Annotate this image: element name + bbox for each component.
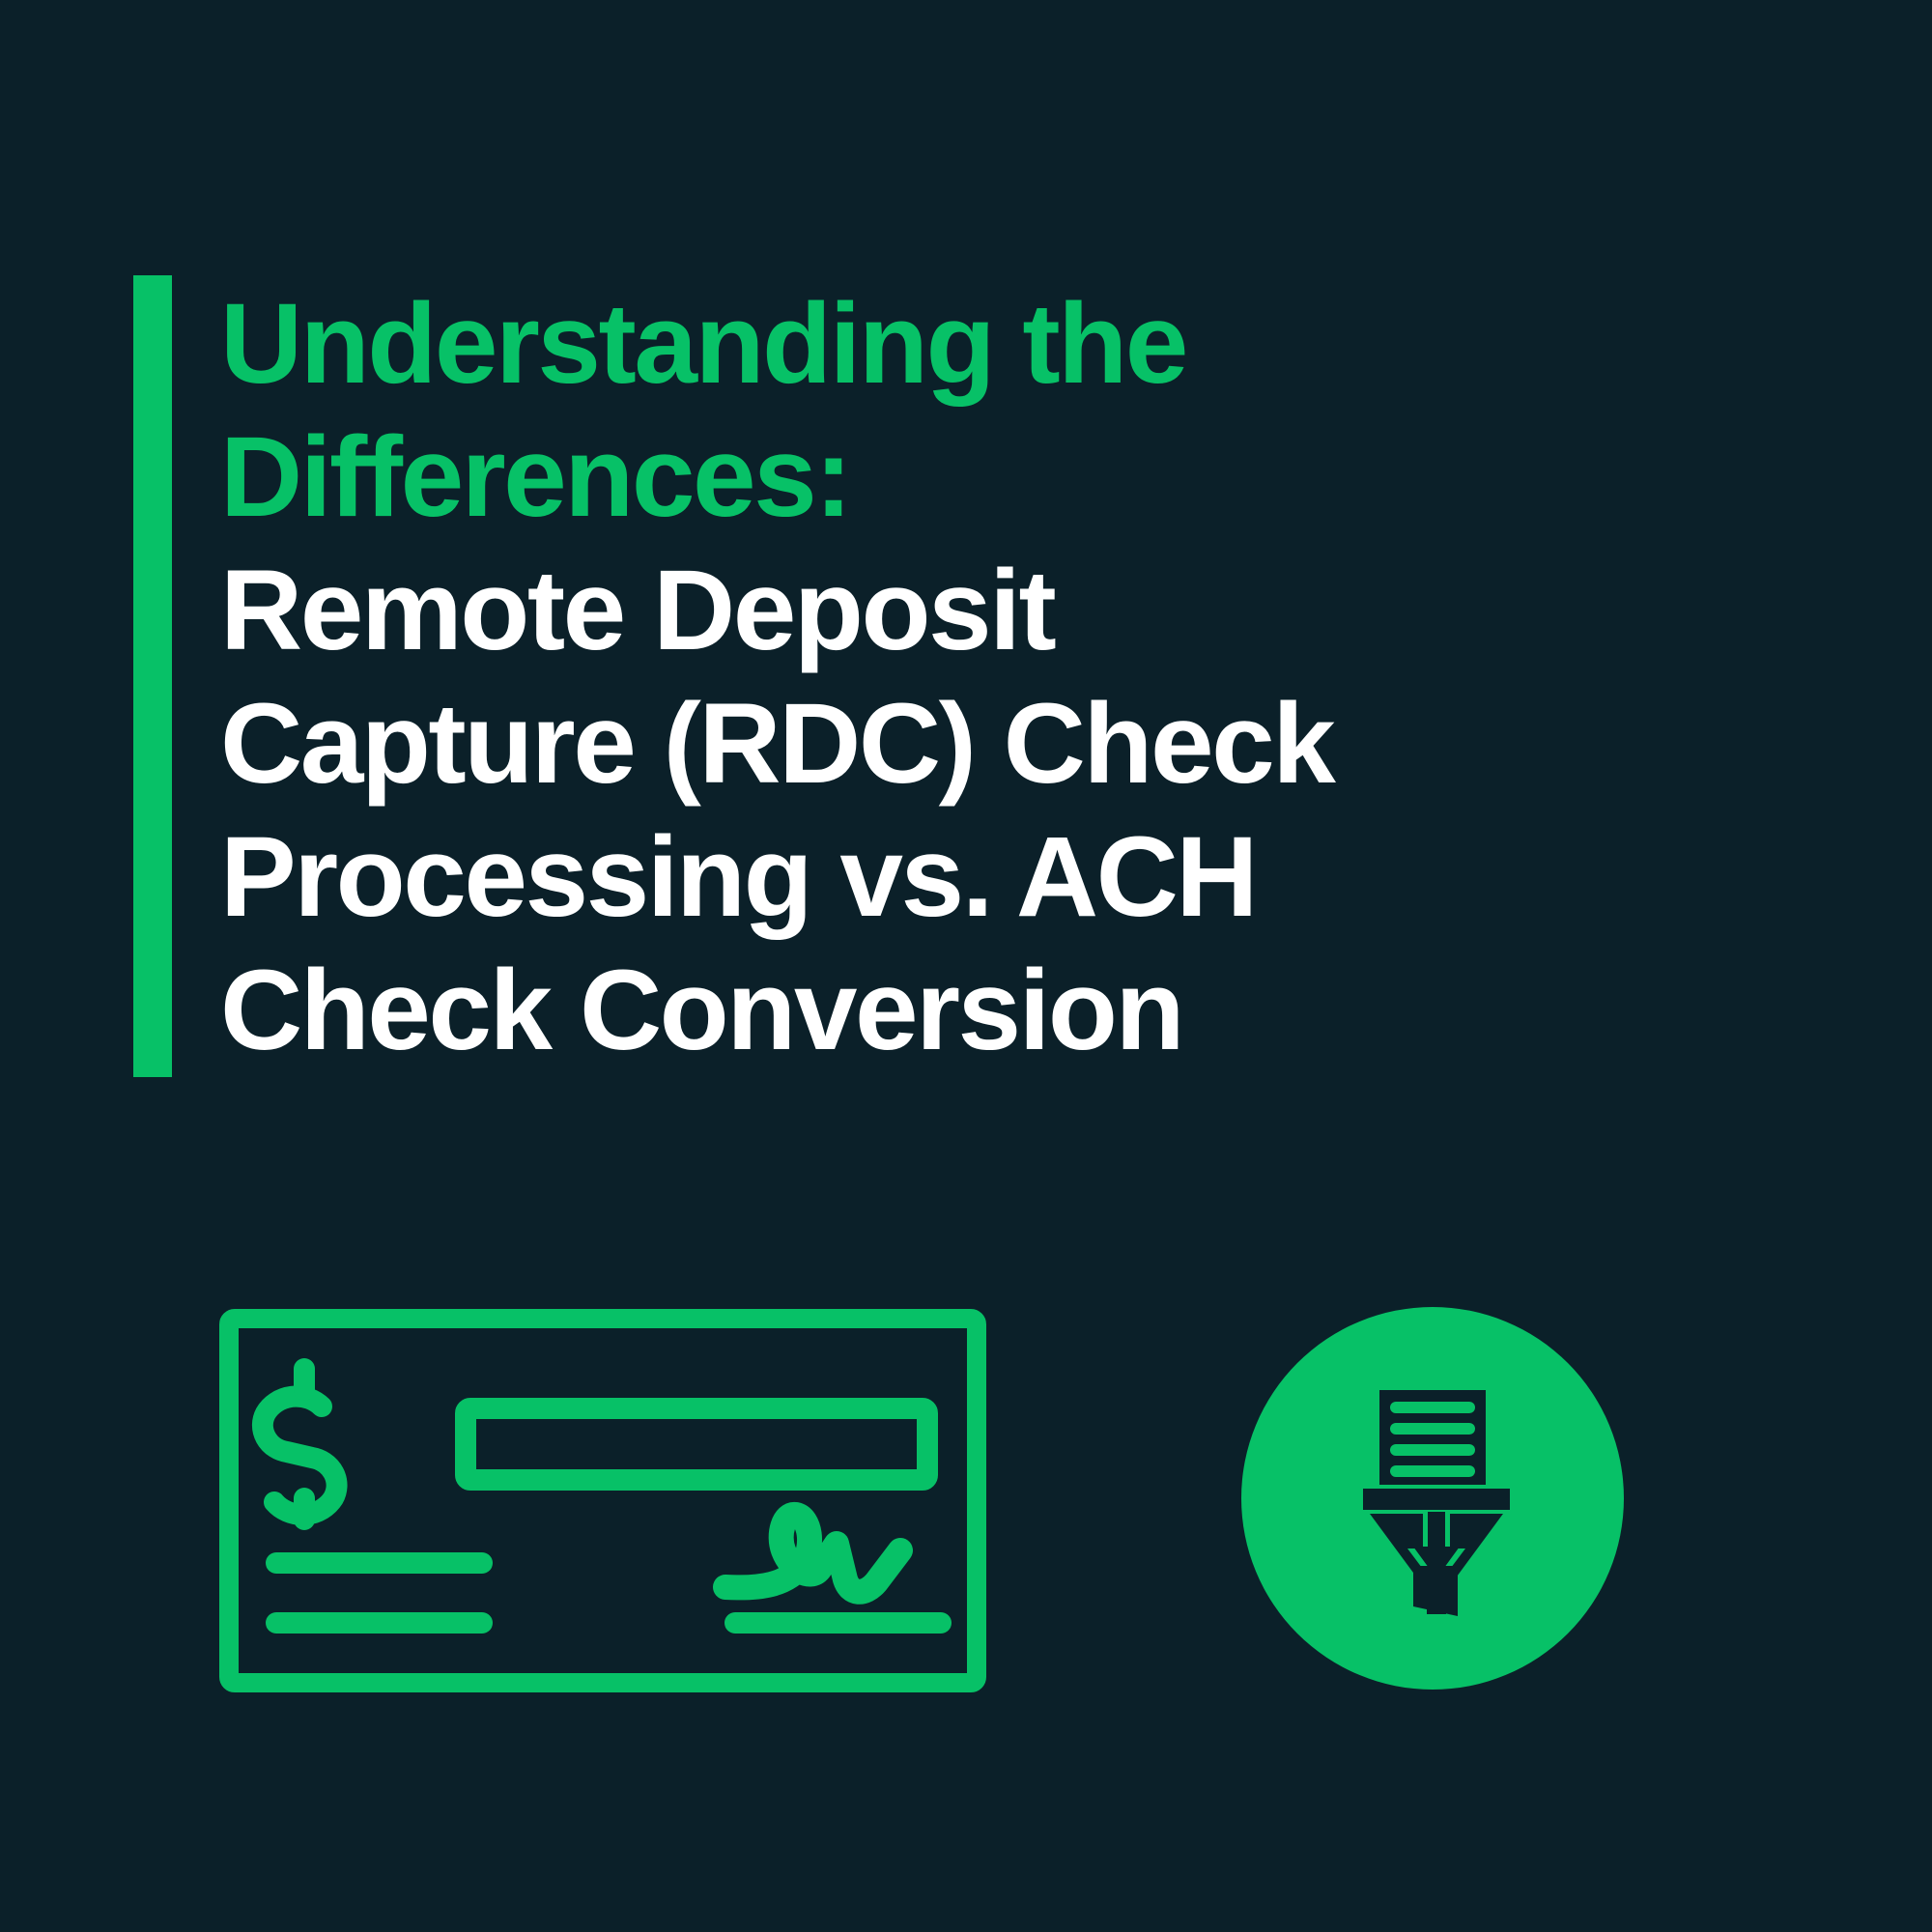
title-main-line-3: Processing vs. ACH bbox=[220, 813, 1259, 941]
title-eyebrow-line-2: Differences: bbox=[220, 413, 853, 541]
accent-bar bbox=[133, 275, 172, 1077]
title-main-line-4: Check Conversion bbox=[220, 947, 1185, 1074]
amount-box bbox=[455, 1398, 938, 1491]
page-title: Understanding the Differences: Remote De… bbox=[220, 275, 1336, 1077]
icon-row bbox=[0, 1304, 1932, 1710]
funnel-cone bbox=[1370, 1514, 1503, 1614]
check-outline bbox=[219, 1309, 986, 1692]
title-block: Understanding the Differences: Remote De… bbox=[133, 275, 1336, 1077]
title-eyebrow-line-1: Understanding the bbox=[220, 280, 1188, 408]
signature-squiggle bbox=[713, 1502, 913, 1605]
down-arrow bbox=[1413, 1512, 1460, 1578]
funnel-stem bbox=[1413, 1566, 1458, 1616]
document-conversion-funnel-icon bbox=[1241, 1307, 1624, 1690]
funnel-rim bbox=[1363, 1489, 1510, 1510]
document-lines bbox=[1390, 1402, 1475, 1477]
bank-check-icon bbox=[219, 1309, 986, 1692]
memo-line-2 bbox=[266, 1612, 493, 1634]
title-main-line-2: Capture (RDC) Check bbox=[220, 680, 1336, 808]
memo-line-1 bbox=[266, 1552, 493, 1574]
signature-line bbox=[724, 1612, 952, 1634]
title-main-line-1: Remote Deposit bbox=[220, 547, 1057, 674]
dollar-sign bbox=[251, 1358, 348, 1530]
